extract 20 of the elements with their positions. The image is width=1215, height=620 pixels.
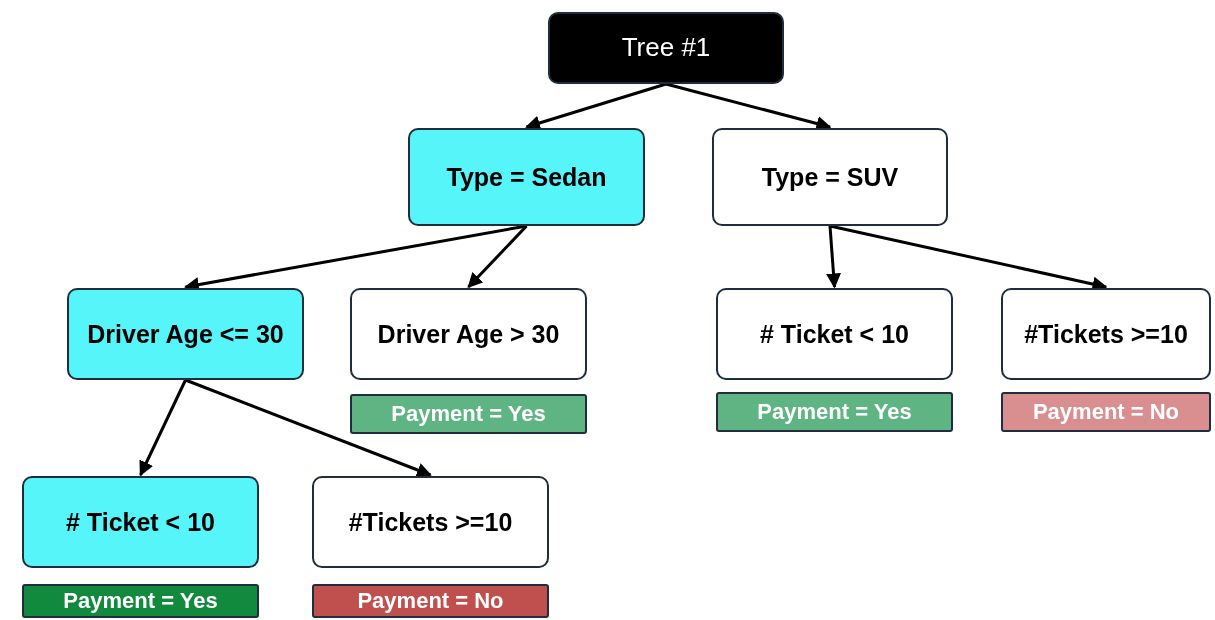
arrow [826, 225, 841, 289]
decision-box: Type = Sedan [408, 128, 645, 226]
decision-box: #Tickets >=10 [312, 476, 549, 568]
root-node: Tree #1 [548, 12, 784, 84]
arrow [184, 378, 432, 478]
decision-box: Driver Age <= 30 [67, 288, 304, 380]
arrow [467, 224, 528, 289]
arrow [139, 379, 187, 477]
decision-box: Type = SUV [712, 128, 948, 226]
decision-box: #Tickets >=10 [1001, 288, 1211, 380]
outcome-box: Payment = No [1001, 392, 1211, 432]
decision-box: # Ticket < 10 [716, 288, 953, 380]
decision-box: # Ticket < 10 [22, 476, 259, 568]
decision-box: Driver Age > 30 [350, 288, 587, 380]
outcome-box: Payment = Yes [716, 392, 953, 432]
arrow [665, 82, 832, 131]
arrow [525, 82, 667, 131]
outcome-box: Payment = Yes [22, 584, 259, 618]
outcome-box: Payment = No [312, 584, 549, 618]
outcome-box: Payment = Yes [350, 394, 587, 434]
